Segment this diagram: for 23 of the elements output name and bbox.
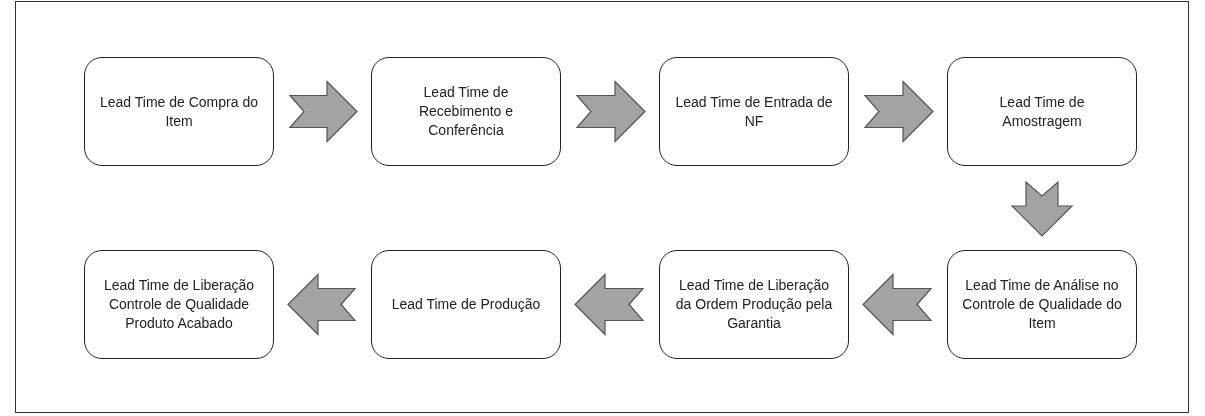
block-arrow [287,273,357,336]
block-arrow [1010,180,1074,237]
box-label: Lead Time de Amostragem [998,92,1086,131]
process-box [947,250,1137,359]
block-arrow [575,80,646,143]
process-box [84,250,274,359]
process-box [659,250,849,359]
process-box [659,57,849,166]
box-label: Lead Time de Liberação da Ordem Produção pela Garantia [674,276,834,333]
block-arrow [863,80,934,143]
box-label: Lead Time de Recebimento e Conferência [417,83,515,140]
process-box [947,57,1137,166]
process-box [84,57,274,166]
box-label: Lead Time de Análise no Controle de Qualidade do Item [961,276,1123,333]
process-box [371,250,561,359]
box-label: Lead Time de Produção [391,295,541,314]
box-label: Lead Time de Compra do Item [99,92,259,131]
block-arrow [288,80,358,143]
block-arrow [574,273,645,336]
box-label: Lead Time de Entrada de NF [674,92,834,131]
box-label: Lead Time de Liberação Controle de Qualidade Produto Acabado [102,276,256,333]
block-arrow [862,273,933,336]
process-box [371,57,561,166]
